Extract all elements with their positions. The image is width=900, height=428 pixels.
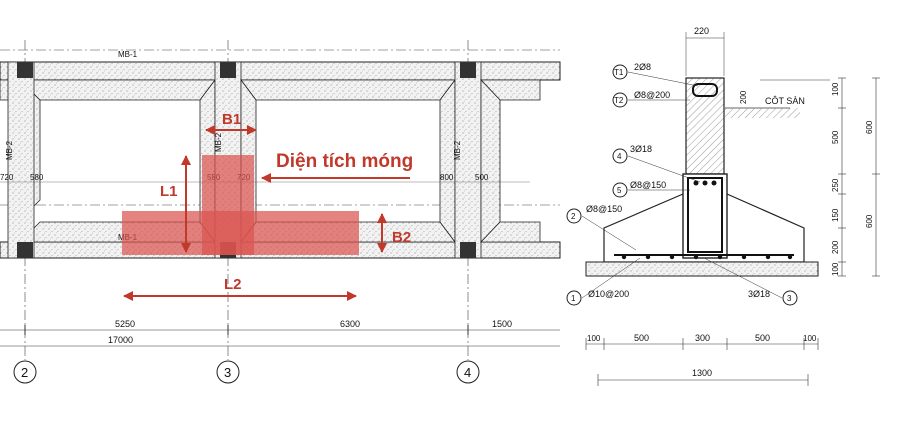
svg-text:3Ø18: 3Ø18 — [748, 289, 770, 299]
bdim-2: 500 — [634, 333, 649, 343]
svg-text:3Ø18: 3Ø18 — [630, 144, 652, 154]
vdim-3: 500 — [831, 130, 840, 144]
bdim-1: 100 — [587, 334, 601, 343]
svg-text:5: 5 — [617, 186, 622, 195]
vdim-2: 200 — [739, 90, 748, 104]
svg-text:4: 4 — [617, 152, 622, 161]
section-view: 220 CÔT SÀN T1 2Ø8 — [566, 26, 880, 386]
bdim-3: 300 — [695, 333, 710, 343]
vdim-4: 250 — [831, 178, 840, 192]
axis-marker-3: 3 — [216, 360, 240, 384]
marker-2: 2 Ø8@150 — [566, 204, 637, 251]
foundation-beam — [682, 173, 728, 259]
svg-text:Ø8@150: Ø8@150 — [586, 204, 622, 214]
plan-view: MB-1 MB-2 MB-2 MB-2 MB-1 720 580 580 720… — [0, 40, 561, 384]
b1-label: B1 — [222, 111, 241, 128]
svg-text:T2: T2 — [614, 96, 624, 105]
column — [460, 242, 476, 258]
vdim-outer-2: 600 — [865, 214, 874, 228]
svg-text:1: 1 — [571, 294, 576, 303]
l2-label: L2 — [224, 276, 242, 293]
svg-text:Ø8@200: Ø8@200 — [634, 90, 670, 100]
total-dim: 17000 — [108, 335, 133, 345]
svg-text:Ø10@200: Ø10@200 — [588, 289, 629, 299]
beam-label-side-3: MB-2 — [453, 140, 462, 160]
l1-label: L1 — [160, 183, 178, 200]
svg-text:3: 3 — [224, 365, 231, 380]
vdim-5: 150 — [831, 208, 840, 222]
beam-label-side-2: MB-2 — [214, 132, 223, 152]
bdim-5: 100 — [803, 334, 817, 343]
vdim-outer-1: 600 — [865, 120, 874, 134]
svg-text:2Ø8: 2Ø8 — [634, 62, 651, 72]
bottom-total-dim: 1300 — [692, 368, 712, 378]
dim-small-1: 720 — [0, 173, 14, 182]
marker-1: 1 Ø10@200 — [566, 257, 641, 306]
marker-t2: T2 Ø8@200 — [612, 90, 690, 108]
svg-text:T1: T1 — [614, 68, 624, 77]
svg-text:Ø8@150: Ø8@150 — [630, 180, 666, 190]
cot-san-label: CÔT SÀN — [765, 96, 805, 106]
svg-text:4: 4 — [464, 365, 471, 380]
column — [17, 62, 33, 78]
marker-4: 4 3Ø18 — [612, 144, 701, 183]
column-stem — [685, 77, 725, 175]
svg-text:3: 3 — [787, 294, 792, 303]
vdim-1: 100 — [831, 82, 840, 96]
column — [17, 242, 33, 258]
dim-small-5: 800 — [440, 173, 454, 182]
axis-marker-2: 2 — [13, 360, 37, 384]
axis-marker-4: 4 — [456, 360, 480, 384]
vdim-6: 200 — [831, 240, 840, 254]
beam-label-side-1: MB-2 — [5, 140, 14, 160]
b2-label: B2 — [392, 229, 411, 246]
span-dim-2: 6300 — [340, 319, 360, 329]
marker-t1: T1 2Ø8 — [612, 62, 699, 87]
beam-label-top: MB-1 — [118, 50, 138, 59]
bdim-4: 500 — [755, 333, 770, 343]
dim-small-2: 580 — [30, 173, 44, 182]
svg-text:2: 2 — [571, 212, 576, 221]
marker-5: 5 Ø8@150 — [612, 180, 690, 198]
lean-concrete — [585, 261, 819, 277]
marker-3: 3 3Ø18 — [703, 257, 798, 306]
column — [460, 62, 476, 78]
svg-text:2: 2 — [21, 365, 28, 380]
span-dim-1: 5250 — [115, 319, 135, 329]
foundation-area-highlight — [122, 155, 359, 255]
top-width-dim: 220 — [694, 26, 709, 36]
span-dim-3: 1500 — [492, 319, 512, 329]
dim-small-6: 500 — [475, 173, 489, 182]
vdim-7: 100 — [831, 262, 840, 276]
column — [220, 62, 236, 78]
area-callout-label: Diện tích móng — [276, 151, 413, 172]
